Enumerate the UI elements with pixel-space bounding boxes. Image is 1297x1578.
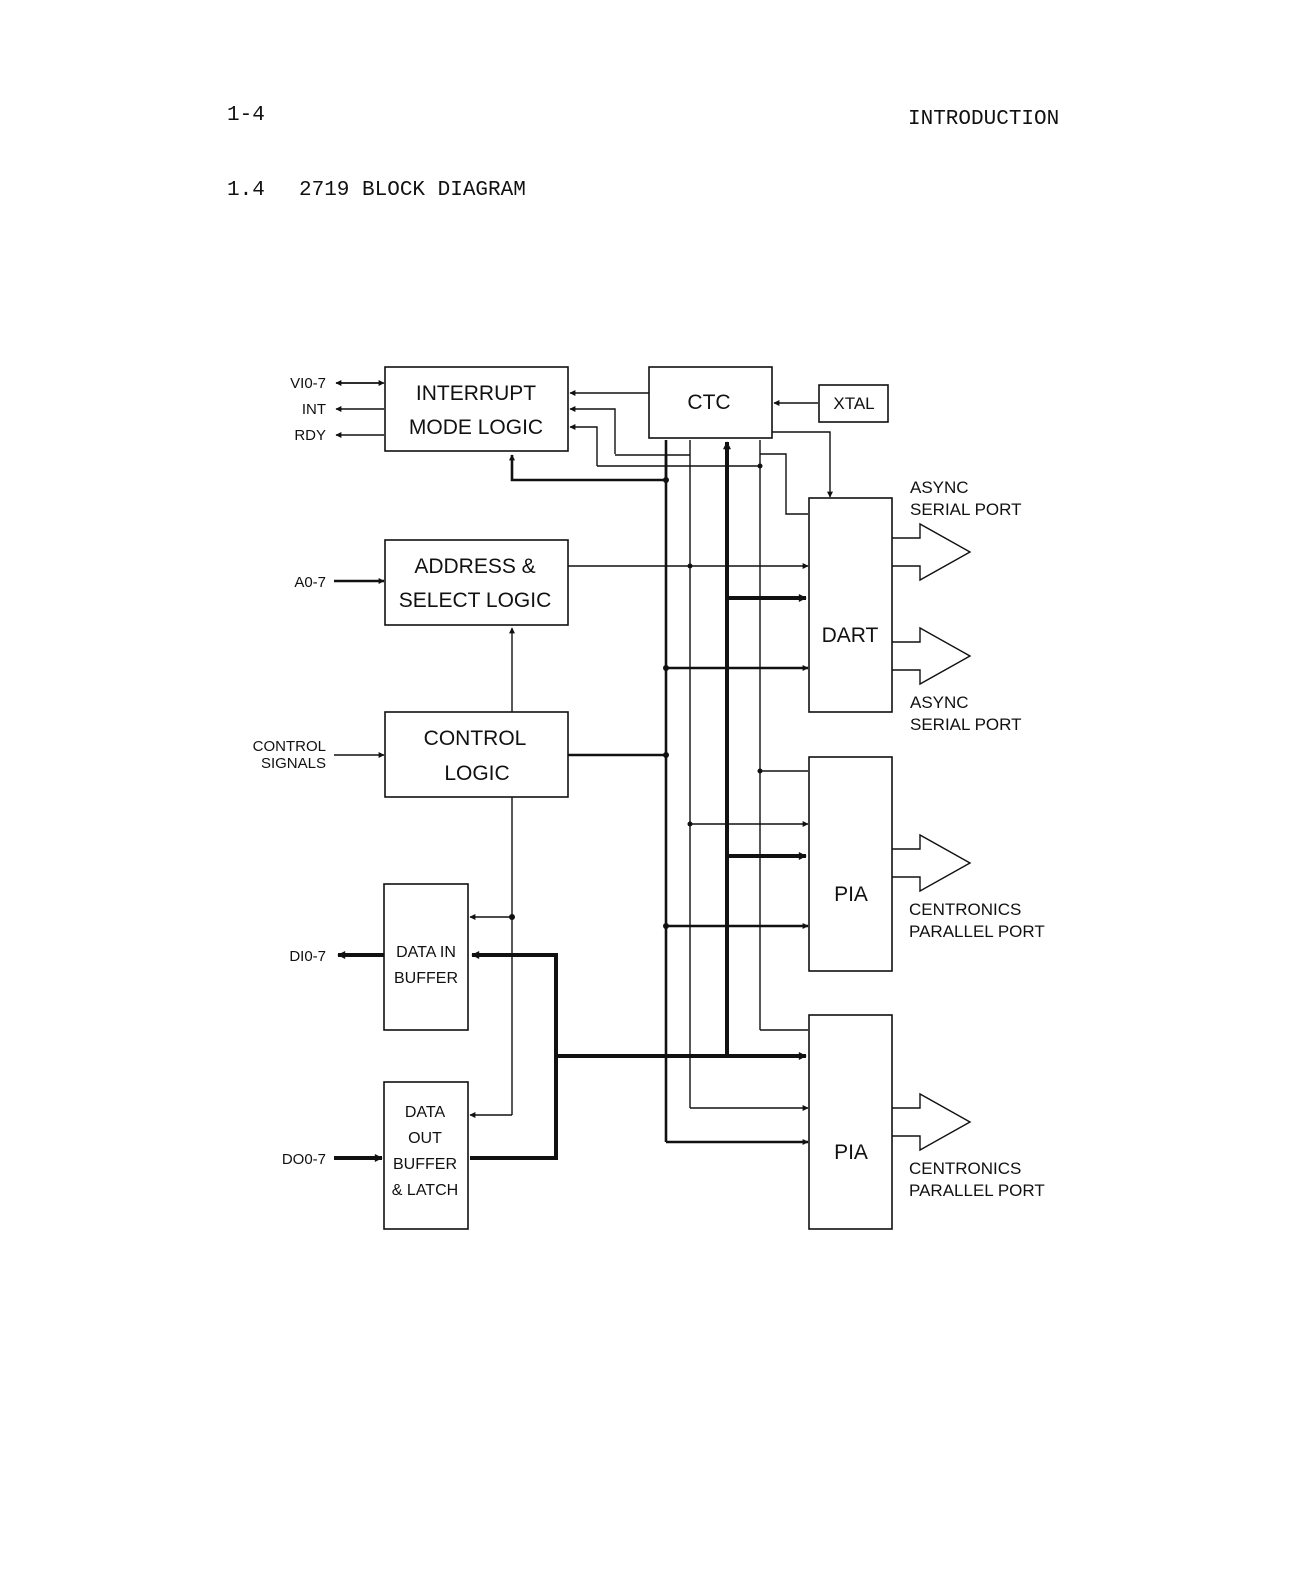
parallel-port-2-label-2: PARALLEL PORT [909, 1181, 1045, 1200]
ctc-label: CTC [687, 391, 730, 414]
junction-dot [509, 914, 515, 920]
control-label-2: LOGIC [444, 762, 509, 785]
xtal-block: XTAL [818, 384, 889, 423]
data-out-buffer-latch-block: DATA OUT BUFFER & LATCH [383, 1081, 469, 1230]
chapter-title: INTRODUCTION [908, 108, 1060, 131]
do-label: DO0-7 [282, 1151, 326, 1168]
junction-dot [757, 768, 763, 774]
data-out-label-3: BUFFER [393, 1156, 457, 1173]
junction-dot [663, 752, 669, 758]
rdy-label: RDY [294, 427, 326, 444]
pia-block-2: PIA [808, 1014, 893, 1230]
parallel-port-1-label-1: CENTRONICS [909, 900, 1021, 919]
interrupt-label-1: INTERRUPT [416, 382, 536, 405]
data-out-label-2: OUT [408, 1130, 442, 1147]
pia2-label: PIA [834, 1141, 868, 1164]
di-label: DI0-7 [289, 948, 326, 965]
ctc-block: CTC [648, 366, 773, 439]
a-label: A0-7 [294, 574, 326, 591]
signal-labels: VI0-7 INT RDY A0-7 CONTROL SIGNALS DI0-7… [253, 375, 326, 1168]
data-in-label-2: BUFFER [394, 970, 458, 987]
async-port-1-label-1: ASYNC [910, 478, 969, 497]
ctc-int-line-2 [569, 406, 616, 454]
port-arrows [892, 522, 972, 1152]
vi-label: VI0-7 [290, 375, 326, 392]
interrupt-mode-logic-block: INTERRUPT MODE LOGIC [384, 366, 569, 452]
junction-dot [757, 463, 763, 469]
data-out-label-4: & LATCH [392, 1182, 458, 1199]
data-out-label-1: DATA [405, 1104, 446, 1121]
control-logic-block: CONTROL LOGIC [384, 711, 569, 798]
xtal-label: XTAL [833, 394, 874, 413]
parallel-port-arrow-1 [892, 833, 972, 893]
address-select-logic-block: ADDRESS & SELECT LOGIC [384, 539, 569, 626]
async-port-2-label-1: ASYNC [910, 693, 969, 712]
control-signals-label-2: SIGNALS [261, 755, 326, 772]
ctc-int-line-3 [569, 424, 598, 466]
control-signals-label-1: CONTROL [253, 738, 326, 755]
section-number: 1.4 [227, 179, 265, 202]
parallel-port-1-label-2: PARALLEL PORT [909, 922, 1045, 941]
wires [334, 380, 833, 1162]
parallel-port-arrow-2 [892, 1092, 972, 1152]
junction-dot [687, 563, 693, 569]
async-port-1-label-2: SERIAL PORT [910, 500, 1021, 519]
address-label-2: SELECT LOGIC [399, 589, 552, 612]
junction-dot [663, 665, 669, 671]
parallel-port-2-label-1: CENTRONICS [909, 1159, 1021, 1178]
dart-block: DART [808, 497, 893, 713]
bus-int-line [509, 454, 668, 482]
async-port-arrow-2 [892, 626, 972, 686]
ctc-dart-line-2 [760, 453, 808, 515]
async-port-2-label-2: SERIAL PORT [910, 715, 1021, 734]
ctc-dart-line [772, 431, 833, 498]
data-loop-line [470, 951, 558, 1160]
junction-dot [663, 923, 669, 929]
address-label-1: ADDRESS & [414, 555, 535, 578]
async-port-arrow-1 [892, 522, 972, 582]
junction-dot [663, 477, 669, 483]
pia1-label: PIA [834, 883, 868, 906]
data-in-buffer-block: DATA IN BUFFER [383, 883, 469, 1031]
port-labels: ASYNC SERIAL PORT ASYNC SERIAL PORT CENT… [909, 478, 1045, 1200]
junction-dot [687, 821, 693, 827]
section-title: 2719 BLOCK DIAGRAM [299, 179, 526, 202]
data-in-label-1: DATA IN [396, 944, 456, 961]
dart-label: DART [822, 624, 879, 647]
pia-block-1: PIA [808, 756, 893, 972]
control-label-1: CONTROL [424, 727, 527, 750]
int-label: INT [302, 401, 326, 418]
page-number: 1-4 [227, 104, 265, 127]
interrupt-label-2: MODE LOGIC [409, 416, 543, 439]
